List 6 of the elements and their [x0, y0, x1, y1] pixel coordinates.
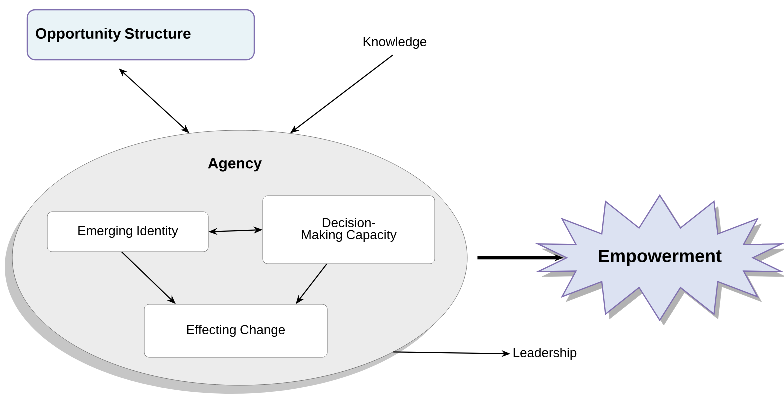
process-box: Decision-Making Capacity — [262, 196, 436, 264]
title-box: Opportunity Structure — [26, 9, 256, 61]
concept-label: Knowledge — [364, 36, 427, 50]
process-box: Effecting Change — [144, 304, 328, 358]
process-box: Emerging Identity — [47, 212, 209, 252]
concept-label: Leadership — [514, 348, 577, 360]
